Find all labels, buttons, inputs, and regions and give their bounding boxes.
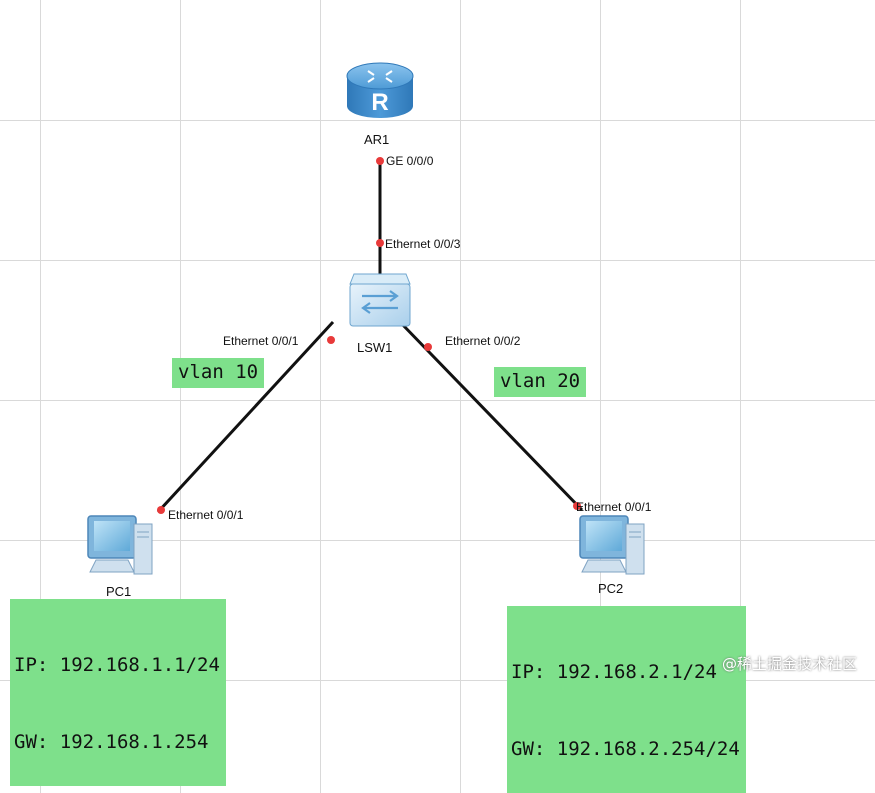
switch-icon[interactable]: [349, 273, 411, 327]
pc2-label: PC2: [598, 581, 624, 596]
pc2-config-note: IP: 192.168.2.1/24 GW: 192.168.2.254/24: [507, 606, 746, 793]
link-lsw1-pc1: [156, 320, 335, 514]
pc1-label: PC1: [106, 584, 132, 599]
port-label-pc1: Ethernet 0/0/1: [168, 508, 244, 522]
port-label-lsw1-e3: Ethernet 0/0/3: [385, 237, 461, 251]
pc1-config-note: IP: 192.168.1.1/24 GW: 192.168.1.254: [10, 599, 226, 787]
port-label-pc2: Ethernet 0/0/1: [576, 500, 652, 514]
port-dot-lsw1-e2: [424, 343, 432, 351]
port-label-lsw1-e2: Ethernet 0/0/2: [445, 334, 521, 348]
pc2-gw: GW: 192.168.2.254/24: [511, 738, 740, 761]
pc2-icon[interactable]: [579, 515, 645, 575]
pc2-ip: IP: 192.168.2.1/24: [511, 661, 717, 684]
pc1-gw: GW: 192.168.1.254: [14, 731, 209, 754]
port-dot-ar1-ge: [376, 157, 384, 165]
port-dot-pc2: [573, 502, 581, 510]
vlan-20-note: vlan 20: [494, 367, 587, 397]
router-glyph: R: [371, 89, 388, 116]
router-icon[interactable]: R: [346, 62, 414, 118]
link-lsw1-pc2: [398, 320, 584, 512]
pc1-ip: IP: 192.168.1.1/24: [14, 654, 220, 677]
port-dot-lsw1-e1: [327, 336, 335, 344]
port-dot-lsw1-e3: [376, 239, 384, 247]
vlan-10-note: vlan 10: [172, 358, 265, 388]
pc1-icon[interactable]: [87, 515, 153, 575]
router-label: AR1: [364, 132, 390, 147]
port-dot-pc1: [157, 506, 165, 514]
topology-canvas: R: [87, 62, 645, 575]
port-label-lsw1-e1: Ethernet 0/0/1: [223, 334, 299, 348]
switch-label: LSW1: [357, 340, 393, 355]
port-label-ar1-ge: GE 0/0/0: [386, 154, 434, 168]
watermark: @稀土掘金技术社区: [721, 655, 857, 673]
